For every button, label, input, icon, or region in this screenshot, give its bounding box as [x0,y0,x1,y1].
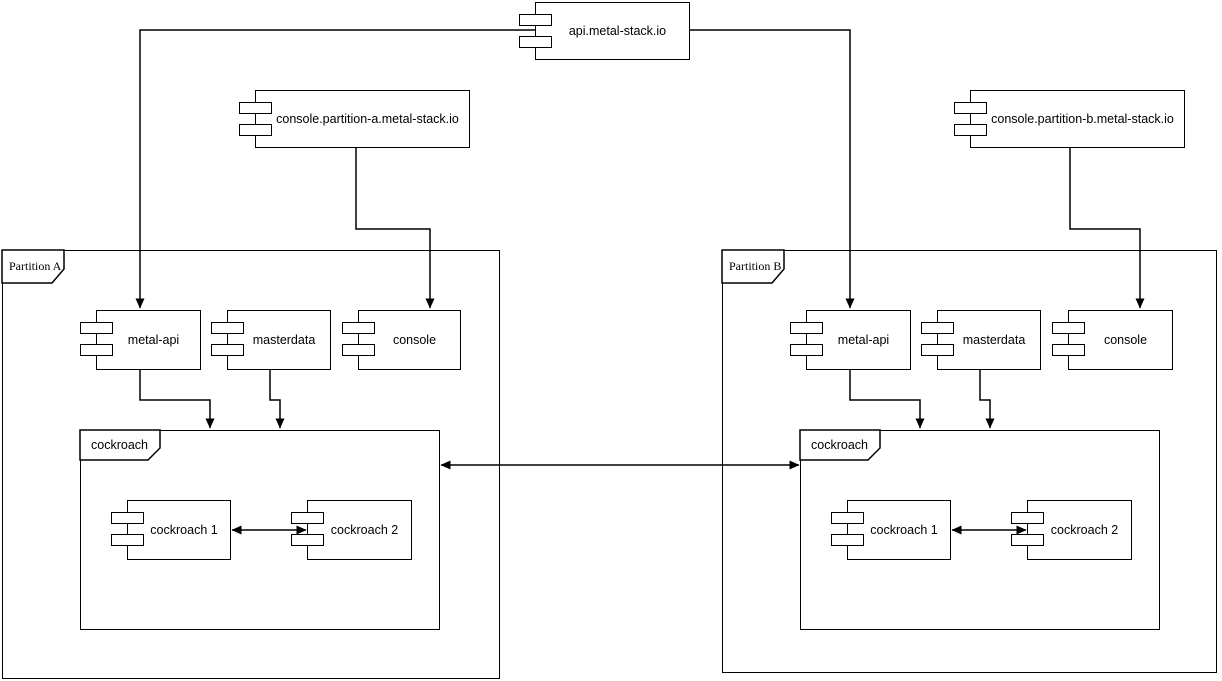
component-label: metal-api [127,333,180,347]
component-api-metal-stack-io: api.metal-stack.io [519,2,690,60]
component-masterdata-b: masterdata [921,310,1041,370]
partition-b-label: Partition B [729,259,782,273]
component-console-a: console [342,310,461,370]
component-label: metal-api [837,333,890,347]
component-label: console [1103,333,1148,347]
component-cockroach-1-a: cockroach 1 [111,500,231,560]
partition-a-label: Partition A [9,259,62,273]
component-masterdata-a: masterdata [211,310,331,370]
component-console-b: console [1052,310,1173,370]
package-cockroach-a-label: cockroach [91,438,148,452]
component-metal-api-b: metal-api [790,310,911,370]
component-label: console [392,333,437,347]
component-label: console.partition-a.metal-stack.io [276,112,459,126]
component-label: cockroach 1 [150,523,218,537]
component-label: console.partition-b.metal-stack.io [991,112,1174,126]
component-cockroach-1-b: cockroach 1 [831,500,951,560]
component-label: cockroach 2 [1050,523,1119,537]
component-label: api.metal-stack.io [568,24,667,38]
component-label: masterdata [252,333,316,347]
component-metal-api-a: metal-api [80,310,201,370]
component-cockroach-2-a: cockroach 2 [291,500,412,560]
component-cockroach-2-b: cockroach 2 [1011,500,1132,560]
component-label: masterdata [962,333,1026,347]
package-cockroach-b-label: cockroach [811,438,868,452]
component-console-partition-b: console.partition-b.metal-stack.io [954,90,1185,148]
component-label: cockroach 1 [870,523,938,537]
component-label: cockroach 2 [330,523,399,537]
component-console-partition-a: console.partition-a.metal-stack.io [239,90,470,148]
